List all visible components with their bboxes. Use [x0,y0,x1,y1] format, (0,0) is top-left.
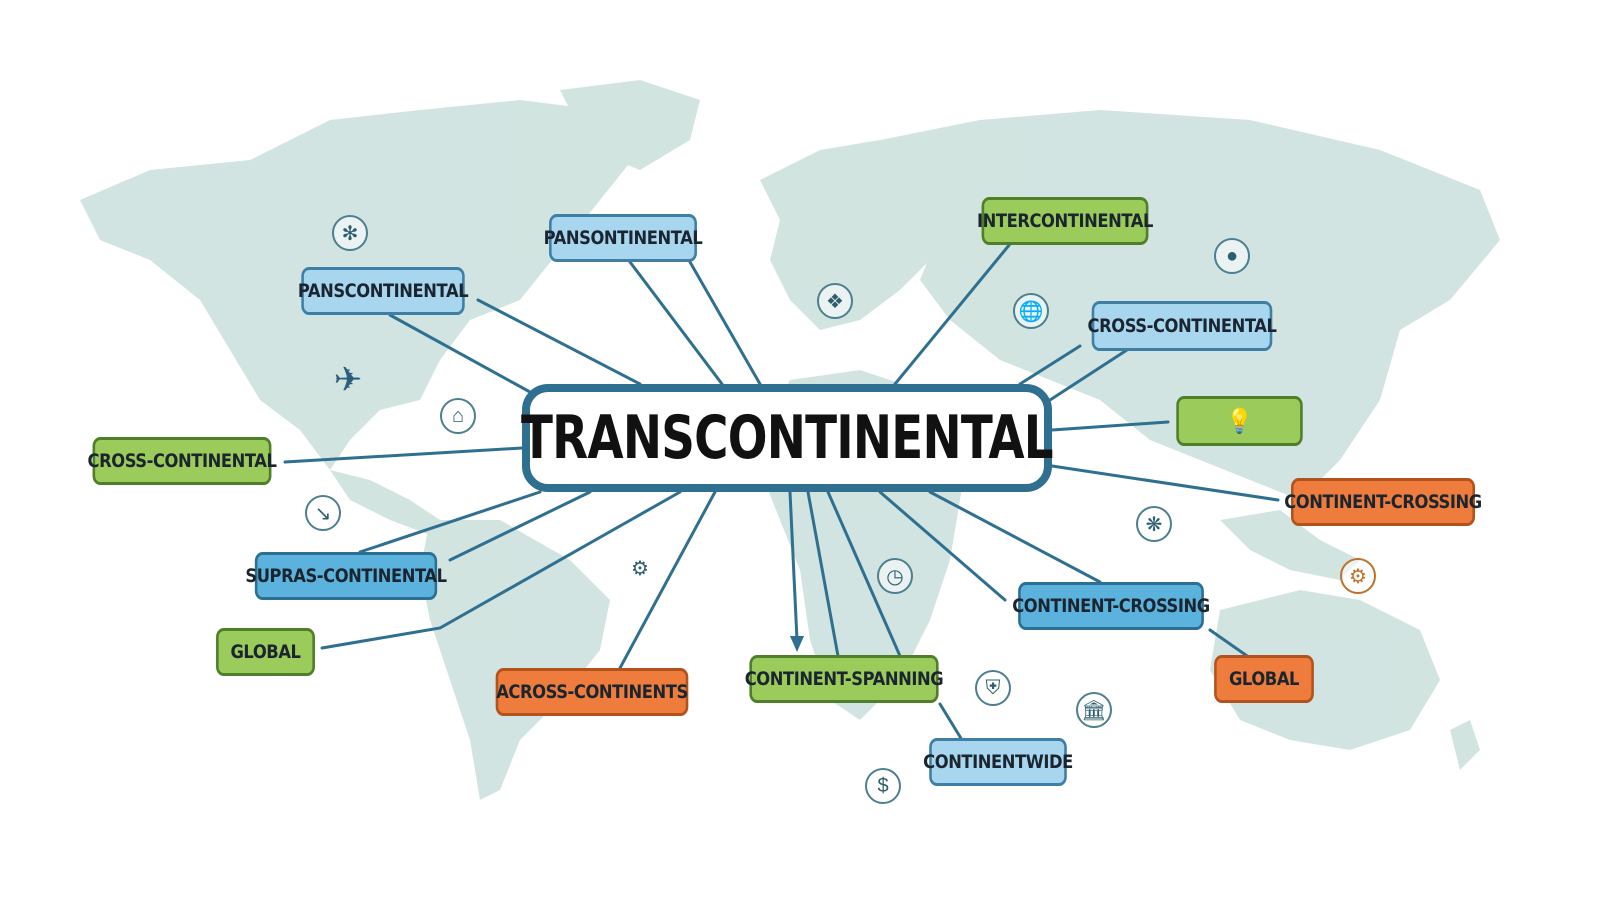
link-cross-continental-right-1 [1018,344,1082,386]
node-global-left: GLOBAL [216,628,315,676]
map-australia [1210,590,1440,750]
arrow-icon: ↘ [305,495,341,531]
map-greenland [560,80,700,170]
link-cross-continental-left [283,446,524,464]
link-continent-crossing-mid-1 [878,490,1007,602]
sun-icon: ● [1214,238,1250,274]
link-panscontinental-1 [388,313,532,394]
link-supras-continental-2 [448,490,592,562]
node-supras-continental: SUPRAS-CONTINENTAL [245,552,447,600]
node-continentwide: CONTINENTWIDE [923,738,1073,786]
link-continent-crossing-right [1050,464,1280,502]
link-global-right [1208,628,1252,660]
globe-icon: 🌐 [1013,293,1049,329]
map-new-zealand [1450,720,1480,770]
node-intercontinental: INTERCONTINENTAL [977,197,1153,245]
node-pansontinental: PANSONTINENTAL [544,214,703,262]
link-global-left [320,490,682,650]
link-panscontinental-2 [476,298,642,386]
link-pansontinental-1 [628,260,724,386]
link-across-continents [618,490,717,670]
person-icon: ⚙ [631,557,649,580]
network-icon: ❋ [1136,506,1172,542]
node-cross-continental-left: CROSS-CONTINENTAL [88,437,277,485]
link-cross-continental-right-2 [1048,346,1132,402]
lightbulb-icon: 💡 [1226,407,1253,435]
node-continent-spanning: CONTINENT-SPANNING [745,655,944,703]
handshake-icon: ❖ [817,283,853,319]
airplane-icon: ✈ [333,361,363,399]
center-node-transcontinental: TRANSCONTINENTAL [521,384,1054,492]
link-lightbulb-box [1050,420,1170,432]
node-panscontinental: PANSCONTINENTAL [298,267,469,315]
node-lightbulb-box: 💡 [1176,396,1303,446]
clock-icon: ◷ [877,558,913,594]
currency-icon: $ [865,768,901,804]
node-continent-crossing-mid: CONTINENT-CROSSING [1012,582,1210,630]
arrowhead-icon [790,636,804,652]
map-central-america [330,470,440,535]
shield-icon: ⛨ [975,670,1011,706]
link-pansontinental-2 [688,260,762,386]
bank-icon: 🏛 [1076,692,1112,728]
node-cross-continental-right: CROSS-CONTINENTAL [1088,301,1277,351]
compass-icon: ✻ [332,215,368,251]
map-south-america [420,520,610,800]
gear-icon: ⚙ [1340,558,1376,594]
link-continent-spanning-2 [826,490,902,658]
link-arrow-down [788,490,799,642]
link-intercontinental [893,242,1012,386]
center-label: TRANSCONTINENTAL [521,403,1054,473]
market-icon: ⌂ [440,398,476,434]
link-supras-continental-1 [358,490,542,554]
node-global-right: GLOBAL [1214,655,1314,703]
map-southeast-asia [1220,510,1360,580]
link-continent-spanning-1 [806,490,840,658]
node-across-continents: ACROSS-CONTINENTS [495,668,689,716]
node-continent-crossing-right: CONTINENT-CROSSING [1284,478,1482,526]
map-europe [760,140,960,330]
link-continentwide [938,702,964,742]
link-continent-crossing-mid-2 [928,490,1102,584]
